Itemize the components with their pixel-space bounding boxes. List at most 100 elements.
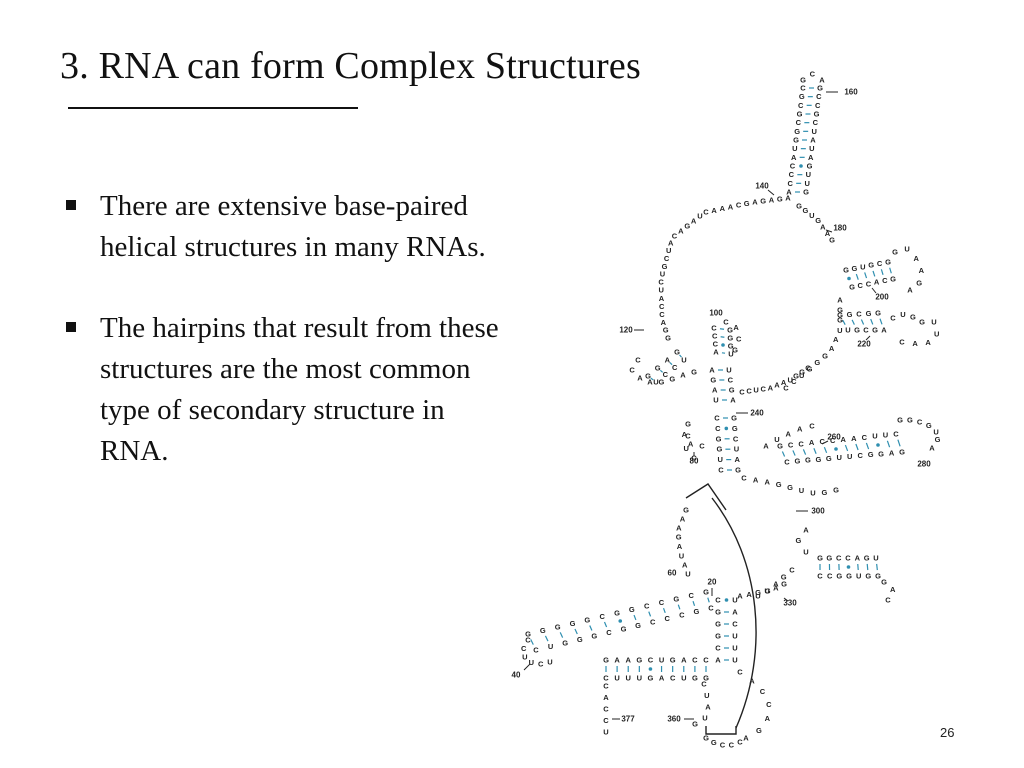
- nucleotide: G: [614, 609, 620, 618]
- base-pair-bond: [559, 632, 564, 638]
- nucleotide: G: [670, 656, 676, 665]
- nucleotide: U: [734, 445, 739, 454]
- base-pair-bond: [860, 319, 865, 325]
- nucleotide: G: [735, 466, 741, 475]
- tertiary-bracket-bottom: [705, 726, 737, 735]
- nucleotide: U: [755, 592, 760, 601]
- nucleotide: G: [729, 386, 735, 395]
- nucleotide: C: [701, 680, 707, 689]
- nucleotide: A: [743, 734, 749, 743]
- base-pair-bond: [866, 563, 869, 571]
- nucleotide: G: [793, 371, 799, 380]
- nucleotide: G: [756, 726, 762, 735]
- nucleotide: C: [599, 612, 605, 621]
- bullet-list: There are extensive base-paired helical …: [64, 186, 634, 512]
- nucleotide: U: [931, 318, 936, 327]
- nucleotide: U: [845, 326, 850, 335]
- nucleotide: G: [849, 283, 855, 292]
- position-label: 140: [755, 182, 769, 191]
- nucleotide: C: [784, 458, 790, 467]
- position-label: 100: [709, 309, 723, 318]
- nucleotide: G: [797, 110, 803, 119]
- nucleotide: G: [584, 616, 590, 625]
- nucleotide: A: [733, 323, 739, 332]
- nucleotide: A: [773, 584, 779, 593]
- nucleotide: U: [548, 642, 553, 651]
- nucleotide: U: [614, 674, 619, 683]
- nucleotide: G: [674, 348, 680, 357]
- nucleotide: C: [670, 674, 676, 683]
- nucleotide: A: [705, 702, 711, 711]
- nucleotide: A: [929, 444, 935, 453]
- position-label: 60: [668, 569, 677, 578]
- nucleotide: C: [809, 422, 815, 431]
- nucleotide: G: [881, 578, 887, 587]
- nucleotide: A: [688, 440, 694, 449]
- nucleotide: C: [796, 118, 802, 127]
- base-pair-bond: [844, 444, 849, 452]
- nucleotide: G: [760, 197, 766, 206]
- tertiary-bracket-top: [685, 483, 727, 511]
- nucleotide: C: [538, 659, 544, 668]
- nucleotide: U: [732, 656, 737, 665]
- nucleotide: A: [712, 386, 718, 395]
- nucleotide: G: [755, 588, 761, 597]
- nucleotide: C: [715, 644, 721, 653]
- nucleotide: U: [764, 586, 769, 595]
- position-label: 120: [619, 326, 633, 335]
- base-pair-bond: [692, 601, 696, 606]
- base-pair-bond: [870, 318, 874, 325]
- gu-wobble-dot: [847, 276, 851, 281]
- nucleotide: U: [713, 396, 718, 405]
- nucleotide: C: [635, 356, 641, 365]
- nucleotide: C: [650, 618, 656, 627]
- nucleotide: C: [798, 439, 804, 448]
- nucleotide: U: [702, 714, 707, 723]
- nucleotide: C: [836, 554, 842, 563]
- nucleotide: A: [682, 430, 688, 439]
- position-label: 260: [827, 433, 841, 442]
- nucleotide: A: [855, 554, 861, 563]
- bullet-square-icon: [66, 322, 76, 332]
- nucleotide: G: [691, 368, 697, 377]
- nucleotide: G: [814, 110, 820, 119]
- nucleotide: G: [685, 420, 691, 429]
- nucleotide: C: [703, 208, 709, 217]
- nucleotide: G: [648, 674, 654, 683]
- nucleotide: U: [883, 431, 888, 440]
- nucleotide: G: [603, 656, 609, 665]
- nucleotide: G: [826, 554, 832, 563]
- nucleotide: G: [843, 266, 849, 275]
- nucleotide: G: [794, 127, 800, 136]
- base-pair-bond: [842, 320, 846, 325]
- nucleotide: A: [678, 227, 684, 236]
- nucleotide: G: [800, 76, 806, 85]
- nucleotide: C: [810, 70, 816, 79]
- position-label: 160: [844, 88, 858, 97]
- nucleotide: G: [868, 261, 874, 270]
- nucleotide: G: [777, 195, 783, 204]
- nucleotide: C: [715, 596, 721, 605]
- nucleotide: G: [727, 326, 733, 335]
- nucleotide: C: [760, 687, 766, 696]
- position-label: 240: [750, 409, 764, 418]
- nucleotide: A: [890, 585, 896, 594]
- nucleotide: A: [785, 194, 791, 203]
- bullet-base-paired-helices: There are extensive base-paired helical …: [64, 186, 634, 268]
- nucleotide: C: [603, 682, 609, 691]
- base-pair-bond: [865, 442, 870, 450]
- nucleotide: G: [658, 378, 664, 387]
- nucleotide: U: [666, 246, 671, 255]
- nucleotide: G: [910, 312, 916, 321]
- nucleotide: U: [933, 428, 938, 437]
- gu-wobble-dot: [648, 667, 653, 671]
- nucleotide: G: [669, 374, 675, 383]
- nucleotide: G: [875, 572, 881, 581]
- nucleotide: U: [810, 489, 815, 498]
- nucleotide: U: [873, 554, 878, 563]
- nucleotide: U: [659, 286, 664, 295]
- nucleotide: A: [797, 425, 803, 434]
- base-pair-bonds: [530, 87, 901, 672]
- nucleotide: G: [897, 416, 903, 425]
- nucleotide: G: [692, 674, 698, 683]
